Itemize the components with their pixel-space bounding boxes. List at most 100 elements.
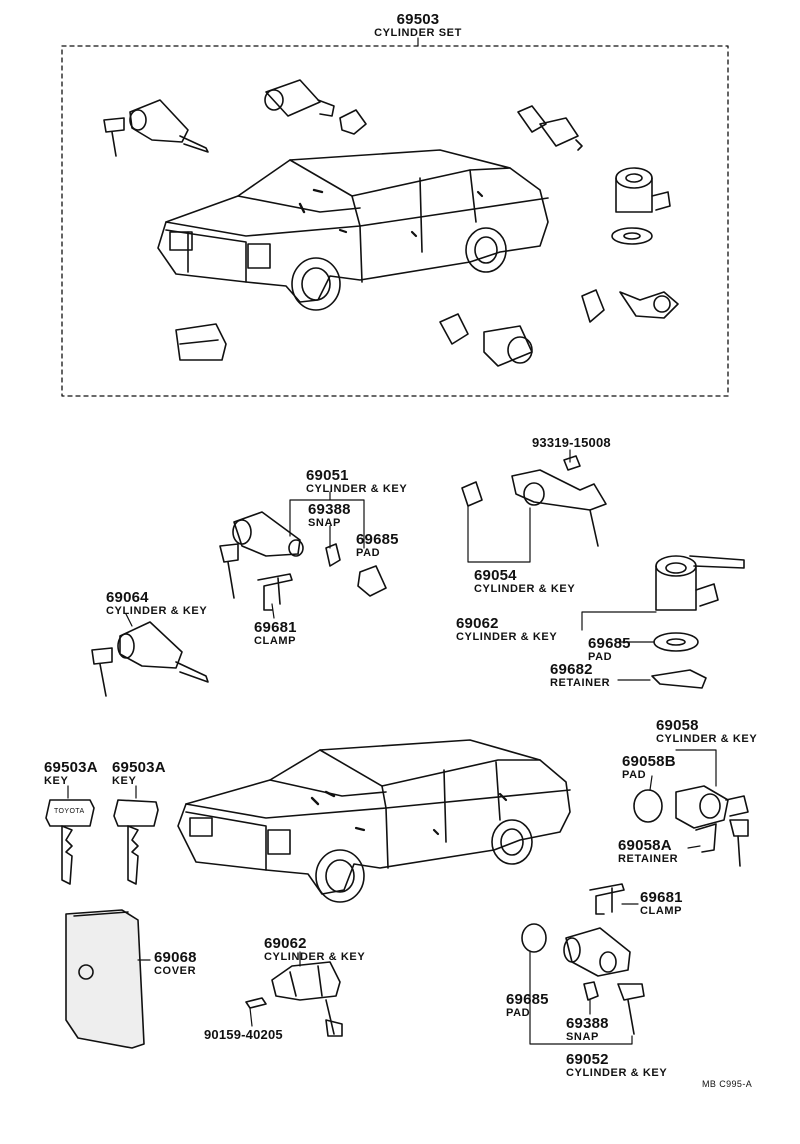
leader-69062-upper	[581, 611, 657, 631]
part-name: CLAMP	[640, 905, 683, 917]
label-cylinder-set: 69503 CYLINDER SET	[368, 12, 468, 39]
part-number: 90159-40205	[204, 1027, 283, 1042]
part-name: SNAP	[566, 1031, 599, 1043]
part-number: 69058	[656, 717, 699, 734]
label-69058A-retainer: 69058A RETAINER	[618, 838, 678, 865]
part-name: CYLINDER & KEY	[656, 733, 758, 745]
part-name: PAD	[506, 1007, 531, 1019]
leader-69054	[467, 505, 531, 563]
part-name: KEY	[112, 775, 137, 787]
diagram-reference-code: MB C995-A	[702, 1079, 753, 1089]
leader-90159	[249, 1007, 253, 1027]
clamp-69681-illustration	[257, 573, 293, 611]
part-name: PAD	[588, 651, 613, 663]
label-69685-pad-upper: 69685 PAD	[588, 636, 631, 663]
part-number: 69388	[566, 1015, 609, 1032]
part-name: CYLINDER & KEY	[106, 605, 208, 617]
part-name: RETAINER	[618, 853, 679, 865]
part-name: KEY	[44, 775, 69, 787]
part-number: 69503A	[112, 759, 166, 776]
label-69681-clamp-lower: 69681 CLAMP	[640, 890, 683, 917]
part-number: 69388	[308, 501, 351, 518]
label-69388-snap: 69388 SNAP	[308, 502, 351, 529]
set-door-cylinder-left-illustration	[264, 79, 367, 135]
part-number: 69682	[550, 661, 593, 678]
door-cylinder-69051-illustration	[219, 511, 387, 599]
ignition-cylinder-69064-illustration	[91, 621, 209, 697]
label-69062-tailgate: 69062 CYLINDER & KEY	[456, 616, 557, 643]
part-number: 69062	[456, 615, 499, 632]
part-number: 69064	[106, 589, 149, 606]
part-name: CYLINDER & KEY	[566, 1067, 668, 1079]
tailgate-cylinder-69062-illustration	[651, 555, 745, 689]
label-69503A-key-left: 69503A KEY	[44, 760, 98, 787]
cylinder-set-frame	[61, 45, 729, 397]
label-69051: 69051 CYLINDER & KEY	[306, 468, 407, 495]
part-number: 93319-15008	[532, 435, 611, 450]
part-name: PAD	[622, 769, 647, 781]
part-number: 69062	[264, 935, 307, 952]
part-number: 69685	[506, 991, 549, 1008]
key-stamp: TOYOTA	[54, 808, 85, 815]
part-number: 69051	[306, 467, 349, 484]
part-name: CLAMP	[254, 635, 297, 647]
part-name: CYLINDER & KEY	[264, 951, 366, 963]
leader-69058A	[687, 845, 701, 849]
key-69503A-right-illustration	[113, 799, 159, 885]
label-69058: 69058 CYLINDER & KEY	[656, 718, 757, 745]
label-69685-pad: 69685 PAD	[356, 532, 399, 559]
label-69068-cover: 69068 COVER	[154, 950, 197, 977]
set-ignition-cylinder-illustration	[103, 99, 209, 157]
part-name: CYLINDER & KEY	[474, 583, 576, 595]
label-69052: 69052 CYLINDER & KEY	[566, 1052, 667, 1079]
set-door-cylinder-right-illustration	[517, 105, 583, 151]
label-69681-clamp: 69681 CLAMP	[254, 620, 297, 647]
label-69064: 69064 CYLINDER & KEY	[106, 590, 207, 617]
set-hatch-cylinder-illustration	[439, 313, 533, 367]
part-number: 69058A	[618, 837, 672, 854]
set-trunk-cylinder-illustration	[175, 323, 227, 361]
part-number: 69503	[396, 11, 440, 28]
label-69682-retainer: 69682 RETAINER	[550, 662, 610, 689]
lower-station-wagon-illustration	[177, 739, 571, 903]
clamp-69681-lower-illustration	[589, 883, 625, 915]
part-number: 69068	[154, 949, 197, 966]
part-number: 69685	[356, 531, 399, 548]
door-cylinder-69054-illustration	[461, 455, 607, 547]
upper-station-wagon-illustration	[157, 149, 549, 311]
label-69054: 69054 CYLINDER & KEY	[474, 568, 575, 595]
part-number: 69054	[474, 567, 517, 584]
leader-69681-clamp	[271, 603, 275, 619]
leader-69052	[529, 951, 633, 1045]
part-number: 69058B	[622, 753, 676, 770]
part-name: COVER	[154, 965, 197, 977]
label-69058B-pad: 69058B PAD	[622, 754, 676, 781]
hatch-cylinder-69058-illustration	[633, 785, 749, 867]
label-93319-15008: 93319-15008	[532, 436, 611, 449]
part-name: CYLINDER SET	[374, 27, 462, 39]
part-number: 69685	[588, 635, 631, 652]
part-name: RETAINER	[550, 677, 611, 689]
set-tailgate-cylinder-illustration	[611, 167, 671, 245]
trunk-cylinder-69062-illustration	[245, 961, 343, 1037]
set-glovebox-cylinder-illustration	[581, 289, 679, 323]
part-number: 69503A	[44, 759, 98, 776]
door-cylinder-69052-illustration	[521, 923, 645, 1035]
key-69503A-left-illustration	[45, 799, 95, 885]
leader-69064	[125, 613, 133, 627]
part-number: 69052	[566, 1051, 609, 1068]
label-69503A-key-right: 69503A KEY	[112, 760, 166, 787]
part-number: 69681	[640, 889, 683, 906]
leader-69058	[675, 749, 717, 787]
part-number: 69681	[254, 619, 297, 636]
part-name: CYLINDER & KEY	[306, 483, 408, 495]
part-name: CYLINDER & KEY	[456, 631, 558, 643]
label-90159-40205: 90159-40205	[204, 1028, 283, 1041]
part-name: PAD	[356, 547, 381, 559]
leader-69051	[289, 491, 365, 549]
label-69685-pad-lower: 69685 PAD	[506, 992, 549, 1019]
part-name: SNAP	[308, 517, 341, 529]
key-cover-69068-illustration	[65, 909, 145, 1049]
